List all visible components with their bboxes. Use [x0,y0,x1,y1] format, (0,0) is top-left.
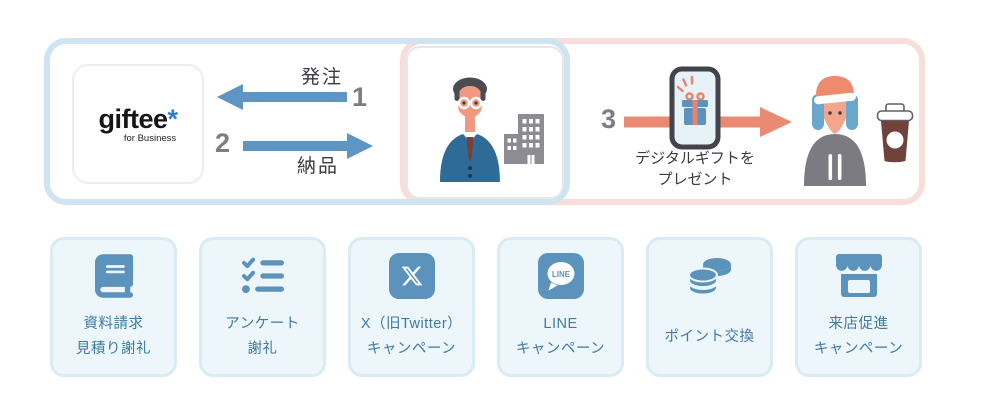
use-case-label: LINE キャンペーン [515,316,606,357]
coffee-cup-icon [876,103,914,163]
use-case-card-survey-reward: アンケート 謝礼 [199,237,326,377]
use-case-label: ポイント交換 [664,328,755,345]
use-case-card-line-campaign: LINE LINE キャンペーン [497,237,624,377]
giftee-logo: giftee* [98,103,179,134]
gift-caption: デジタルギフトを プレゼント [608,148,782,190]
gift-caption-line1: デジタルギフトを [635,150,755,167]
smartphone-gift-icon [669,66,721,150]
gift-delivery-panel [400,38,925,205]
order-arrow-left-icon [217,84,347,110]
use-case-card-point-exchange: ポイント交換 [646,237,773,377]
book-icon [94,251,133,301]
giftee-brand-text: giftee [98,103,168,134]
use-case-label: X（旧Twitter） キャンペーン [360,316,463,357]
x-twitter-icon [388,251,435,301]
use-case-label: 資料請求 見積り謝礼 [76,316,151,357]
line-app-icon: LINE [537,251,584,301]
use-case-label: 来店促進 キャンペーン [813,316,904,357]
consumer-person-icon [804,76,866,186]
use-case-card-store-campaign: 来店促進 キャンペーン [795,237,922,377]
giftee-subtitle: for Business [123,132,177,144]
delivery-arrow-right-icon [243,133,373,159]
coins-icon [687,251,733,301]
step-number-1: 1 [352,82,368,112]
use-case-card-document-reward: 資料請求 見積り謝礼 [50,237,177,377]
office-building-icon [504,114,544,164]
giftee-asterisk: * [167,103,179,134]
checklist-icon [241,251,285,301]
use-case-cards: 資料請求 見積り謝礼 アンケート 謝礼 [50,237,922,377]
use-case-label: アンケート 謝礼 [225,316,300,357]
step-number-3: 3 [601,104,617,134]
giftee-order-panel [44,38,570,205]
line-badge-text: LINE [551,270,570,279]
delivery-label: 納品 [296,156,339,177]
storefront-icon [834,251,884,301]
gift-caption-line2: プレゼント [657,171,733,188]
giftee-logo-card: giftee* for Business [72,64,204,184]
order-label: 発注 [300,67,343,88]
step-number-2: 2 [215,128,231,158]
businessman-icon [440,77,500,182]
use-case-card-x-campaign: X（旧Twitter） キャンペーン [348,237,475,377]
